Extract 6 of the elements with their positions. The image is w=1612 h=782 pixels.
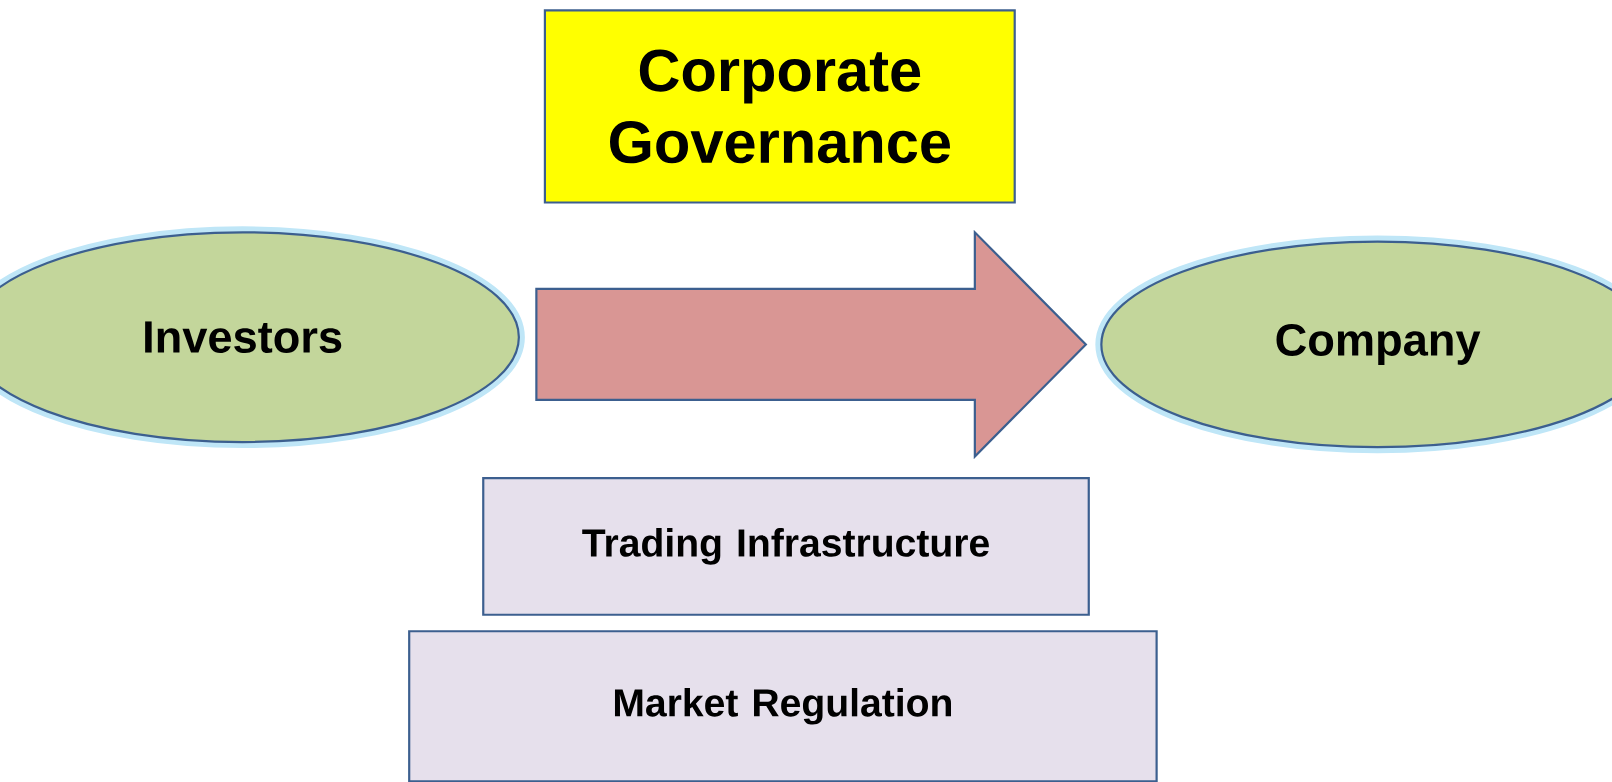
oval-node: Company	[1095, 235, 1612, 454]
title-box: Corporate Governance	[543, 9, 1016, 204]
layer-box: Market Regulation	[408, 630, 1158, 782]
block-arrow	[535, 229, 1088, 460]
layer-box: Trading Infrastructure	[482, 476, 1090, 616]
oval-node: Investors	[0, 226, 525, 449]
